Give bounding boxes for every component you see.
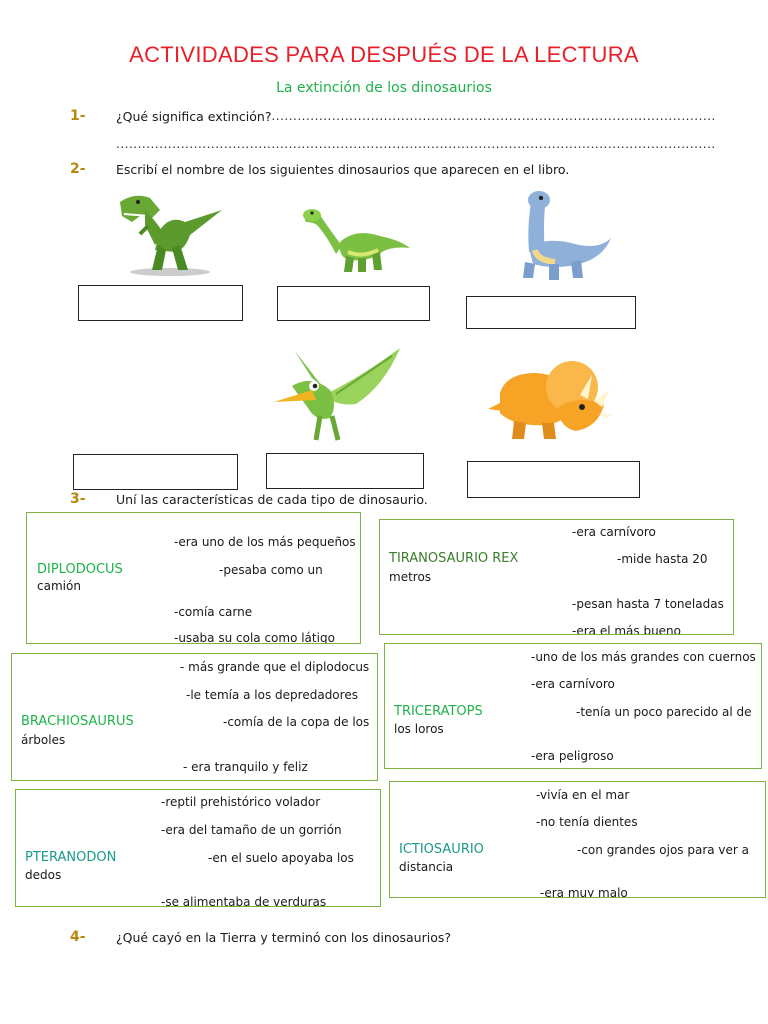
card-pteranodon: -reptil prehistórico volador -era del ta… xyxy=(15,789,381,907)
trait[interactable]: -era el más bueno xyxy=(572,624,682,635)
trait[interactable]: - era tranquilo y feliz xyxy=(183,760,308,774)
dinosaur-name-ictiosaurio[interactable]: ICTIOSAURIO xyxy=(399,842,484,857)
trait[interactable]: -se alimentaba de verduras xyxy=(161,895,327,907)
question-1-line: ¿Qué significa extinción? ..............… xyxy=(116,109,716,124)
trait[interactable]: -era del tamaño de un gorrión xyxy=(161,823,342,837)
card-diplodocus: -era uno de los más pequeños DIPLODOCUS … xyxy=(26,512,361,644)
page-subtitle: La extinción de los dinosaurios xyxy=(276,80,492,96)
trait[interactable]: -pesaba como un xyxy=(219,563,323,577)
card-ictiosaurio: -vivía en el mar -no tenía dientes ICTIO… xyxy=(389,781,766,898)
trait-continuation: metros xyxy=(389,570,432,584)
trait[interactable]: -era peligroso xyxy=(531,749,614,763)
question-2-number: 2- xyxy=(70,161,86,177)
dinosaur-name-triceratops[interactable]: TRICERATOPS xyxy=(394,704,483,719)
dinosaur-name-box-2[interactable] xyxy=(277,286,430,321)
trait[interactable]: - más grande que el diplodocus xyxy=(180,660,370,674)
question-2-text: Escribí el nombre de los siguientes dino… xyxy=(116,162,570,177)
question-1-answer-line-2[interactable]: ........................................… xyxy=(116,137,716,151)
trait-continuation: árboles xyxy=(21,733,66,747)
dinosaur-name-box-3[interactable] xyxy=(466,296,636,329)
trait[interactable]: -comía de la copa de los xyxy=(223,715,370,729)
trait[interactable]: -era carnívoro xyxy=(572,525,656,539)
page-title: ACTIVIDADES PARA DESPUÉS DE LA LECTURA xyxy=(129,42,639,67)
question-4-text: ¿Qué cayó en la Tierra y terminó con los… xyxy=(116,930,451,945)
card-tiranosaurio-rex: -era carnívoro TIRANOSAURIO REX -mide ha… xyxy=(379,519,734,635)
trait[interactable]: -era carnívoro xyxy=(531,677,615,691)
trait[interactable]: -reptil prehistórico volador xyxy=(161,795,321,809)
dinosaur-name-box-5[interactable] xyxy=(266,453,424,489)
trait-continuation: los loros xyxy=(394,722,444,736)
trait[interactable]: -tenía un poco parecido al de xyxy=(576,705,752,719)
dinosaur-name-diplodocus[interactable]: DIPLODOCUS xyxy=(37,562,123,577)
trait[interactable]: -le temía a los depredadores xyxy=(186,688,358,702)
question-1-answer-line[interactable]: ........................................… xyxy=(271,109,716,123)
pteranodon-icon xyxy=(272,346,404,446)
trait-continuation: camión xyxy=(37,579,81,593)
triceratops-icon xyxy=(486,343,612,443)
trait[interactable]: -mide hasta 20 xyxy=(617,552,708,566)
dinosaur-name-brachiosaurus[interactable]: BRACHIOSAURUS xyxy=(21,714,134,729)
trait[interactable]: -usaba su cola como látigo xyxy=(174,631,335,644)
trait[interactable]: -en el suelo apoyaba los xyxy=(208,851,354,865)
question-4-number: 4- xyxy=(70,929,86,945)
t-rex-icon xyxy=(110,190,225,278)
trait[interactable]: -con grandes ojos para ver a xyxy=(577,843,750,857)
question-1-number: 1- xyxy=(70,108,86,124)
long-neck-dinosaur-icon xyxy=(300,200,412,276)
trait[interactable]: -era uno de los más pequeños xyxy=(174,535,356,549)
dinosaur-name-pteranodon[interactable]: PTERANODON xyxy=(25,850,117,865)
brachiosaurus-icon xyxy=(515,188,615,284)
card-triceratops: -uno de los más grandes con cuernos -era… xyxy=(384,643,762,769)
trait[interactable]: -pesan hasta 7 toneladas xyxy=(572,597,724,611)
question-3-number: 3- xyxy=(70,491,86,507)
dinosaur-name-box-4[interactable] xyxy=(73,454,238,490)
trait[interactable]: -comía carne xyxy=(174,605,253,619)
dinosaur-name-box-6[interactable] xyxy=(467,461,640,498)
trait[interactable]: -vivía en el mar xyxy=(536,788,630,802)
dinosaur-name-box-1[interactable] xyxy=(78,285,243,321)
trait-continuation: dedos xyxy=(25,868,62,882)
question-3-text: Uní las características de cada tipo de … xyxy=(116,492,428,507)
question-1-text: ¿Qué significa extinción? xyxy=(116,109,272,124)
trait-continuation: distancia xyxy=(399,860,454,874)
trait[interactable]: -uno de los más grandes con cuernos xyxy=(531,650,756,664)
card-brachiosaurus: - más grande que el diplodocus -le temía… xyxy=(11,653,378,781)
trait[interactable]: -era muy malo xyxy=(540,886,628,898)
trait[interactable]: -no tenía dientes xyxy=(536,815,638,829)
dinosaur-name-tiranosaurio-rex[interactable]: TIRANOSAURIO REX xyxy=(389,551,519,566)
